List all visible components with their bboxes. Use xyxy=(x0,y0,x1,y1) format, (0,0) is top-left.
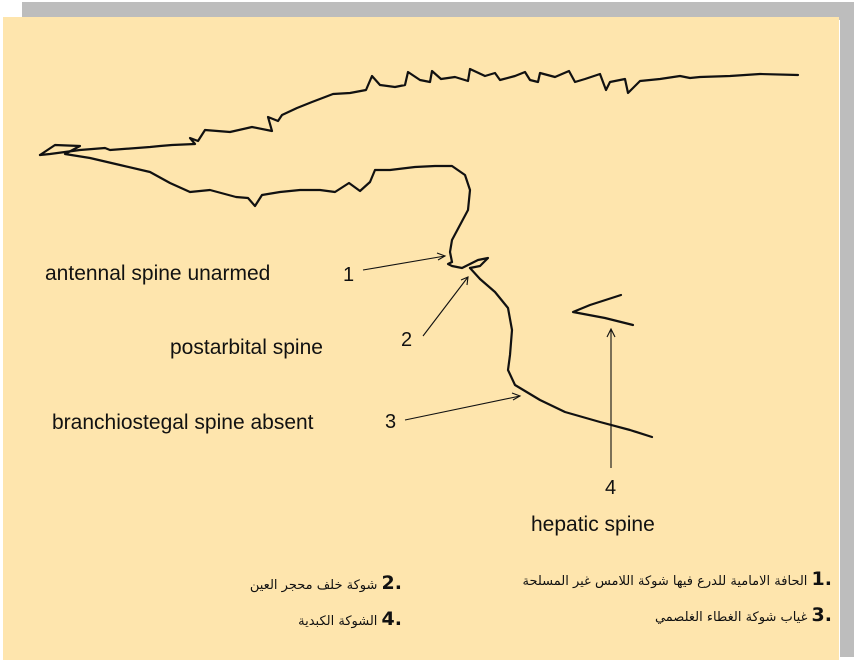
legend-item-4: 4. الشوكة الكبدية xyxy=(298,608,402,630)
legend-item-3-number: 3. xyxy=(812,604,832,626)
carapace-lateral-edge xyxy=(470,268,652,437)
number-3-label: 3 xyxy=(385,411,396,434)
number-2-label: 2 xyxy=(401,329,412,352)
legend-item-1-number: 1. xyxy=(812,568,832,590)
number-4-label: 4 xyxy=(605,477,616,500)
rostrum-lower-edge xyxy=(40,145,470,262)
number-1-label: 1 xyxy=(343,264,354,287)
legend-item-4-text: الشوكة الكبدية xyxy=(298,614,377,629)
antennal-notch xyxy=(448,258,488,268)
antennal-spine-label: antennal spine unarmed xyxy=(45,262,270,286)
pointer-3-line xyxy=(405,396,520,420)
postorbital-spine-label: postarbital spine xyxy=(170,336,323,360)
legend-item-1-text: الحافة الامامية للدرع فيها شوكة اللامس غ… xyxy=(522,574,807,589)
hepatic-spine-shape xyxy=(573,295,633,325)
pointer-1-line xyxy=(363,256,445,270)
rostrum-upper-edge xyxy=(40,69,798,155)
legend-item-3-text: غياب شوكة الغطاء الغلصمي xyxy=(655,610,807,625)
hepatic-spine-label: hepatic spine xyxy=(531,513,655,537)
legend-item-2-number: 2. xyxy=(382,572,402,594)
pointer-2-line xyxy=(423,277,468,336)
legend-item-3: 3. غياب شوكة الغطاء الغلصمي xyxy=(655,604,832,626)
legend-item-2: 2. شوكة خلف محجر العين xyxy=(250,572,402,594)
legend-item-4-number: 4. xyxy=(382,608,402,630)
branchiostegal-spine-label: branchiostegal spine absent xyxy=(52,411,314,435)
legend-item-2-text: شوكة خلف محجر العين xyxy=(250,578,378,593)
legend-item-1: 1. الحافة الامامية للدرع فيها شوكة اللام… xyxy=(522,568,832,590)
